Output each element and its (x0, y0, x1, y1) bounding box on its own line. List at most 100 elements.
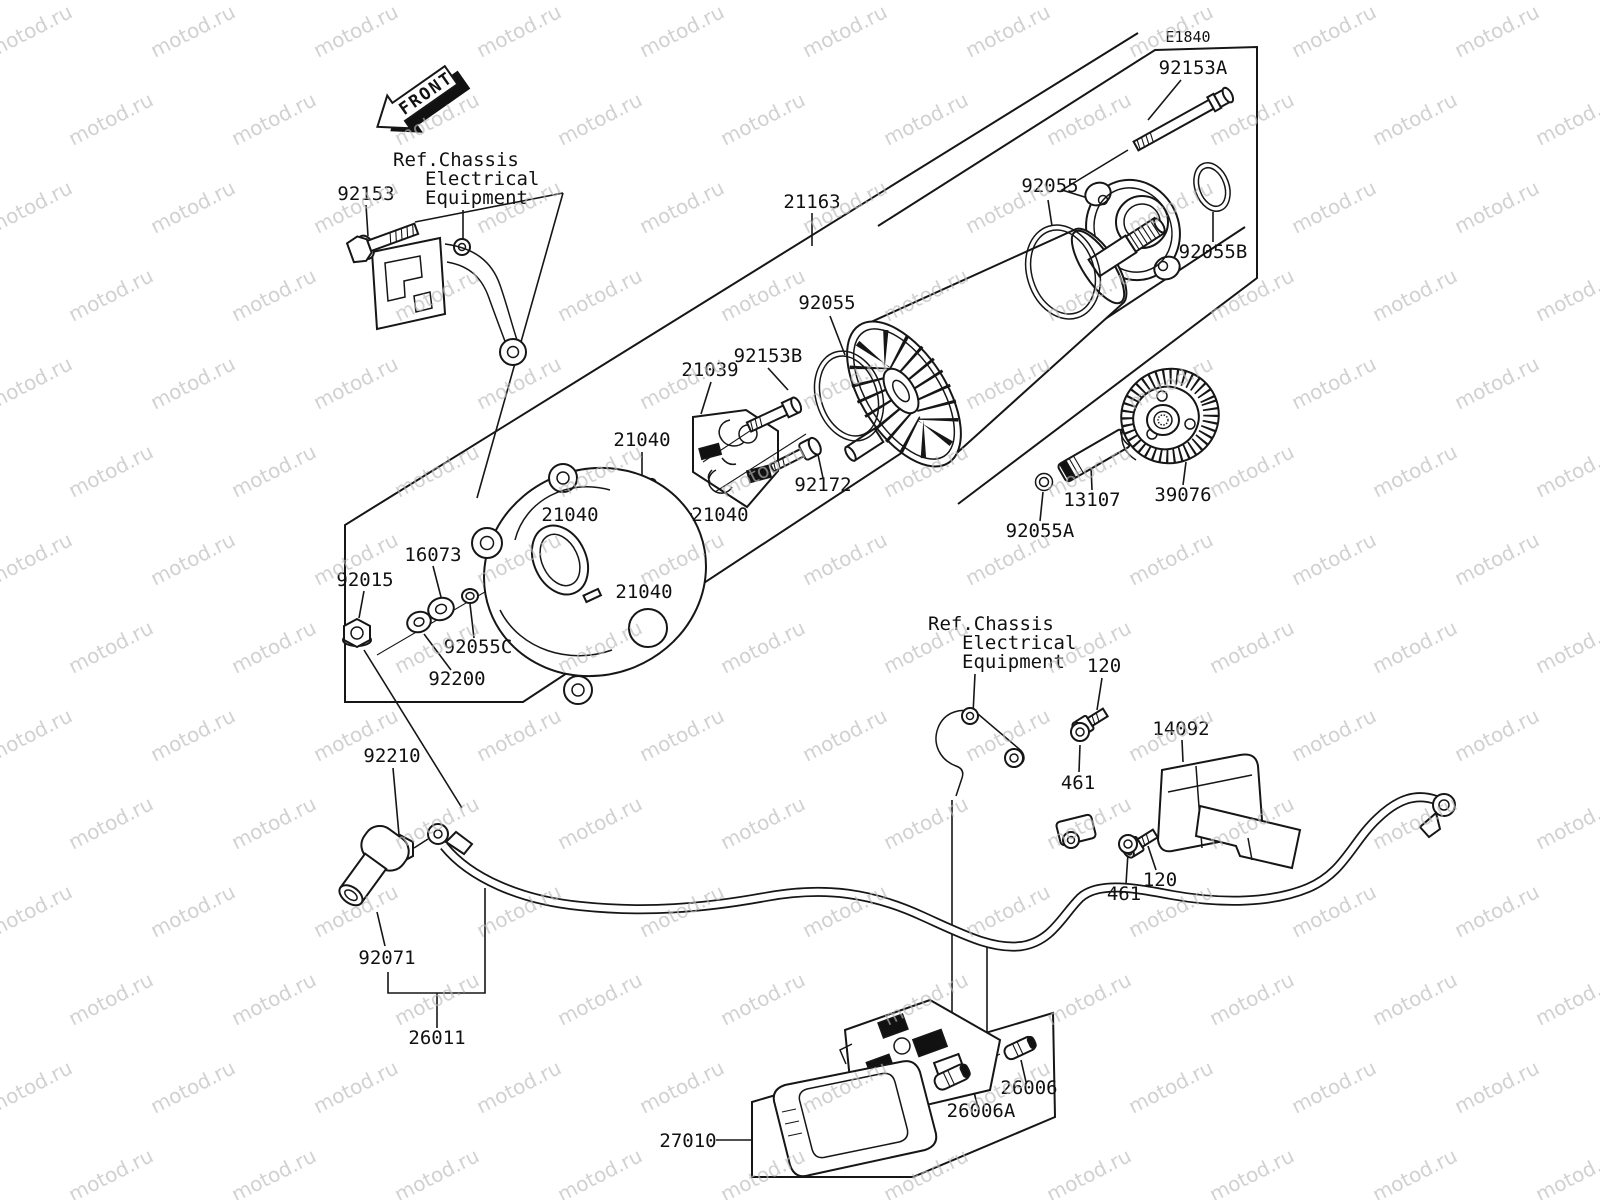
label-92055C: 92055C (444, 636, 513, 658)
watermark-text: motod.ru (879, 791, 972, 854)
ref-note-bottom: Ref.Chassis Electrical Equipment (928, 613, 1076, 673)
ref-note-top-line2: Electrical (425, 168, 539, 190)
ring-terminal-motor (427, 823, 449, 845)
label-92153B: 92153B (734, 345, 803, 367)
watermark-text: motod.ru (553, 791, 646, 854)
fuse-26006-drawing (1003, 1035, 1037, 1061)
label-13107: 13107 (1063, 489, 1120, 511)
cable-crimp (444, 830, 474, 856)
stay-hook-drawing (935, 707, 1025, 797)
watermark-text: motod.ru (1124, 527, 1217, 590)
watermark-text: motod.ru (1450, 703, 1543, 766)
label-461-upper: 461 (1061, 772, 1095, 794)
reference-boxes (344, 32, 1258, 1178)
watermark-text: motod.ru (1450, 0, 1543, 62)
watermark-text: motod.ru (309, 0, 402, 62)
watermark-text: motod.ru (1450, 351, 1543, 414)
watermark-text: motod.ru (716, 967, 809, 1030)
watermark-text: motod.ru (146, 703, 239, 766)
end-cover-drawing (471, 463, 707, 705)
washer-461-lower-drawing (1118, 834, 1138, 854)
label-92055A: 92055A (1006, 520, 1075, 542)
label-92055-front: 92055 (1021, 175, 1078, 197)
watermark-text: motod.ru (227, 967, 320, 1030)
label-21040-top: 21040 (613, 429, 670, 451)
page-ref-label: E1840 (1165, 28, 1210, 46)
watermark-text: motod.ru (64, 615, 157, 678)
label-92172: 92172 (794, 474, 851, 496)
watermark-text: motod.ru (1450, 527, 1543, 590)
watermark-text: motod.ru (1450, 879, 1543, 942)
watermark-text: motod.ru (64, 263, 157, 326)
watermark-text: motod.ru (64, 791, 157, 854)
watermark-text: motod.ru (227, 439, 320, 502)
watermark-text: motod.ru (227, 1143, 320, 1200)
watermark-text: motod.ru (1450, 1055, 1543, 1118)
label-92071: 92071 (358, 947, 415, 969)
washer-461-upper-drawing (1070, 722, 1090, 742)
label-27010: 27010 (659, 1130, 716, 1152)
watermark-text: motod.ru (1531, 615, 1600, 678)
motor-assembly-box (344, 32, 1246, 703)
labels: E1840 92153A 92055 92055B 21163 92055 92… (336, 28, 1247, 1152)
watermark-text: motod.ru (0, 527, 76, 590)
watermark-text: motod.ru (0, 0, 76, 62)
watermark-text: motod.ru (553, 263, 646, 326)
watermark-text: motod.ru (1287, 527, 1380, 590)
oring-92055A-drawing (1034, 472, 1054, 492)
watermark-text: motod.ru (1287, 0, 1380, 62)
watermark-text: motod.ru (1531, 967, 1600, 1030)
screw-92172-drawing (768, 436, 822, 473)
watermark-text: motod.ru (553, 967, 646, 1030)
bracket-92153-drawing (370, 236, 527, 366)
fuse-26006A-drawing (933, 1063, 971, 1091)
label-26006A: 26006A (947, 1100, 1016, 1122)
watermark-text: motod.ru (1205, 263, 1298, 326)
watermark-text: motod.ru (1531, 263, 1600, 326)
brush-plate-21039-drawing (698, 419, 773, 494)
ref-note-bottom-line3: Equipment (962, 651, 1065, 673)
watermark-text: motod.ru (1287, 175, 1380, 238)
label-120-lower: 120 (1143, 869, 1177, 891)
watermark-text: motod.ru (716, 615, 809, 678)
watermark-text: motod.ru (635, 1055, 728, 1118)
watermark-text: motod.ru (716, 263, 809, 326)
label-21040-bottom: 21040 (615, 581, 672, 603)
cover-14092-drawing (1156, 753, 1302, 870)
cable-26011-drawing (427, 792, 1456, 952)
watermark-text: motod.ru (1531, 439, 1600, 502)
watermark-text: motod.ru (472, 0, 565, 62)
watermark-text: motod.ru (146, 351, 239, 414)
oring-92055B-drawing (1193, 162, 1231, 212)
watermark-text: motod.ru (798, 527, 891, 590)
watermark-text: motod.ru (1368, 439, 1461, 502)
oring-92055C-drawing (461, 588, 479, 604)
label-21163: 21163 (783, 191, 840, 213)
watermark-text: motod.ru (0, 1055, 76, 1118)
label-16073: 16073 (404, 544, 461, 566)
watermark-text: motod.ru (146, 527, 239, 590)
ring-terminal-relay (1432, 793, 1456, 817)
watermark-text: motod.ru (0, 175, 76, 238)
label-26006: 26006 (1000, 1077, 1057, 1099)
watermark-text: motod.ru (1042, 1143, 1135, 1200)
leader-lines (358, 79, 1214, 1141)
watermark-text: motod.ru (1368, 263, 1461, 326)
watermark-text: motod.ru (309, 1055, 402, 1118)
washer-92200-drawing (406, 610, 432, 634)
watermark-text: motod.ru (716, 87, 809, 150)
watermark-text: motod.ru (0, 879, 76, 942)
label-120-upper: 120 (1087, 655, 1121, 677)
watermark-text: motod.ru (1287, 1055, 1380, 1118)
label-92153: 92153 (337, 183, 394, 205)
watermark-text: motod.ru (227, 263, 320, 326)
watermark-text: motod.ru (1531, 791, 1600, 854)
watermark-text: motod.ru (146, 1055, 239, 1118)
watermark-text: motod.ru (961, 879, 1054, 942)
watermark-text: motod.ru (716, 791, 809, 854)
label-21040-right: 21040 (691, 504, 748, 526)
watermark-text: motod.ru (472, 703, 565, 766)
watermark-text: motod.ru (553, 1143, 646, 1200)
